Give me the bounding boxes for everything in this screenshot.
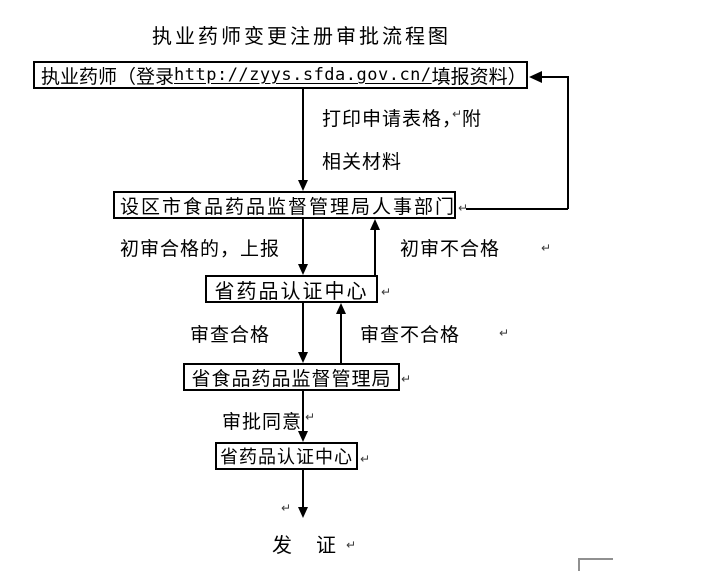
label-print-line1: 打印申请表格，附: [322, 108, 483, 130]
connector-node1-node2-line: [302, 89, 304, 182]
arrowhead-left-icon: [529, 71, 542, 83]
arrowhead-down-icon: [298, 431, 308, 442]
canvas-corner-line-horizontal: [578, 558, 613, 560]
paragraph-mark-icon: ↵: [499, 326, 510, 340]
paragraph-mark-icon: ↵: [381, 285, 392, 299]
feedback-line-vertical: [567, 76, 569, 209]
paragraph-mark-icon: ↵: [281, 501, 292, 515]
canvas-corner-line-vertical: [578, 558, 580, 571]
node-cert-center-1-box: 省药品认证中心: [205, 275, 378, 303]
node-province-bureau-box: 省食品药品监督管理局: [183, 363, 400, 391]
arrowhead-down-icon: [298, 507, 308, 518]
paragraph-mark-icon: ↵: [541, 241, 552, 255]
paragraph-mark-icon: ↵: [401, 372, 412, 386]
node-applicant-box: 执业药师（登录 http://zyys.sfda.gov.cn/填报资料）: [33, 61, 528, 89]
paragraph-mark-icon: ↵: [360, 452, 371, 466]
node-applicant-suffix: 填报资料）: [431, 65, 527, 88]
feedback-line-bottom: [466, 208, 568, 210]
node-city-bureau-label: 设区市食品药品监督管理局人事部门: [120, 195, 457, 218]
label-initial-fail: 初审不合格: [400, 238, 501, 260]
paragraph-mark-icon: ↵: [305, 410, 316, 424]
connector-node3-node2-line: [374, 229, 376, 275]
connector-node4-node5-line: [302, 391, 304, 432]
node-applicant-prefix: 执业药师（登录: [41, 65, 175, 88]
connector-node2-node3-line: [302, 219, 304, 266]
paragraph-mark-icon: ↵: [452, 107, 463, 121]
node-cert-center-2-label: 省药品认证中心: [220, 447, 353, 468]
label-approve: 审批同意: [222, 411, 303, 433]
label-print-line2: 相关材料: [322, 151, 403, 173]
label-review-fail: 审查不合格: [360, 324, 461, 346]
label-review-pass: 审查合格: [190, 324, 271, 346]
arrowhead-up-icon: [370, 219, 380, 230]
paragraph-mark-icon: ↵: [458, 201, 469, 215]
paragraph-mark-icon: ↵: [346, 538, 357, 552]
connector-node5-issue-line: [302, 470, 304, 508]
label-issue-certificate: 发 证: [272, 533, 338, 557]
arrowhead-up-icon: [336, 303, 346, 314]
node-province-bureau-label: 省食品药品监督管理局: [191, 367, 392, 390]
registration-url-link[interactable]: http://zyys.sfda.gov.cn/: [174, 65, 432, 85]
paragraph-mark-icon: ↵: [428, 25, 439, 39]
node-cert-center-2-box: 省药品认证中心: [215, 442, 358, 470]
node-city-bureau-box: 设区市食品药品监督管理局人事部门: [113, 191, 456, 219]
arrowhead-down-icon: [298, 352, 308, 363]
arrowhead-down-icon: [298, 264, 308, 275]
feedback-line-top: [541, 76, 569, 78]
arrowhead-down-icon: [298, 180, 308, 191]
connector-node3-node4-line: [302, 303, 304, 353]
node-cert-center-1-label: 省药品认证中心: [214, 278, 369, 303]
label-initial-pass: 初审合格的，上报: [120, 238, 281, 260]
flowchart-title: 执业药师变更注册审批流程图: [152, 24, 451, 48]
connector-node4-node3-line: [340, 313, 342, 363]
